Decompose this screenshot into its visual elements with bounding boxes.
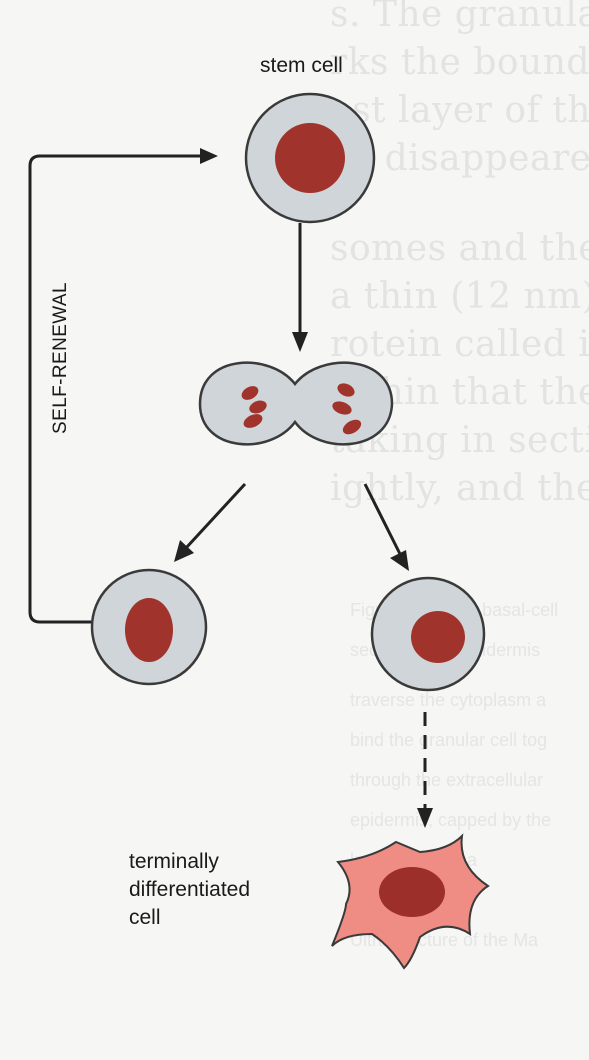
terminal-label-line1: terminally bbox=[129, 850, 219, 873]
stem-cell-label: stem cell bbox=[260, 54, 343, 77]
stem-cell-nucleus bbox=[275, 123, 345, 193]
right-daughter-nucleus bbox=[411, 611, 465, 663]
terminal-label-line3: cell bbox=[129, 906, 161, 929]
right-daughter-cell bbox=[370, 576, 486, 692]
terminally-differentiated-cell bbox=[331, 833, 490, 970]
right-daughter-arrowhead bbox=[390, 550, 409, 571]
stem-cell bbox=[244, 92, 376, 224]
left-daughter-arrowhead bbox=[174, 540, 194, 562]
self-renewal-arrowhead bbox=[200, 148, 218, 164]
left-daughter-stem-cell bbox=[90, 568, 208, 686]
differentiated-cell-nucleus bbox=[379, 867, 445, 917]
self-renewal-arrow bbox=[28, 154, 200, 624]
left-daughter-nucleus bbox=[125, 598, 173, 662]
differentiation-arrowhead bbox=[417, 808, 433, 828]
left-daughter-arrow-shaft bbox=[184, 482, 247, 550]
division-arrowhead bbox=[292, 332, 308, 352]
self-renewal-label: SELF-RENEWAL bbox=[50, 282, 71, 434]
right-daughter-arrow-shaft bbox=[363, 483, 402, 555]
chromosomes-right bbox=[332, 383, 362, 435]
terminal-label-line2: differentiated bbox=[129, 878, 251, 901]
dividing-cell bbox=[198, 361, 394, 446]
terminally-differentiated-label: terminally differentiated cell bbox=[129, 848, 250, 932]
chromosomes-left bbox=[241, 386, 267, 428]
